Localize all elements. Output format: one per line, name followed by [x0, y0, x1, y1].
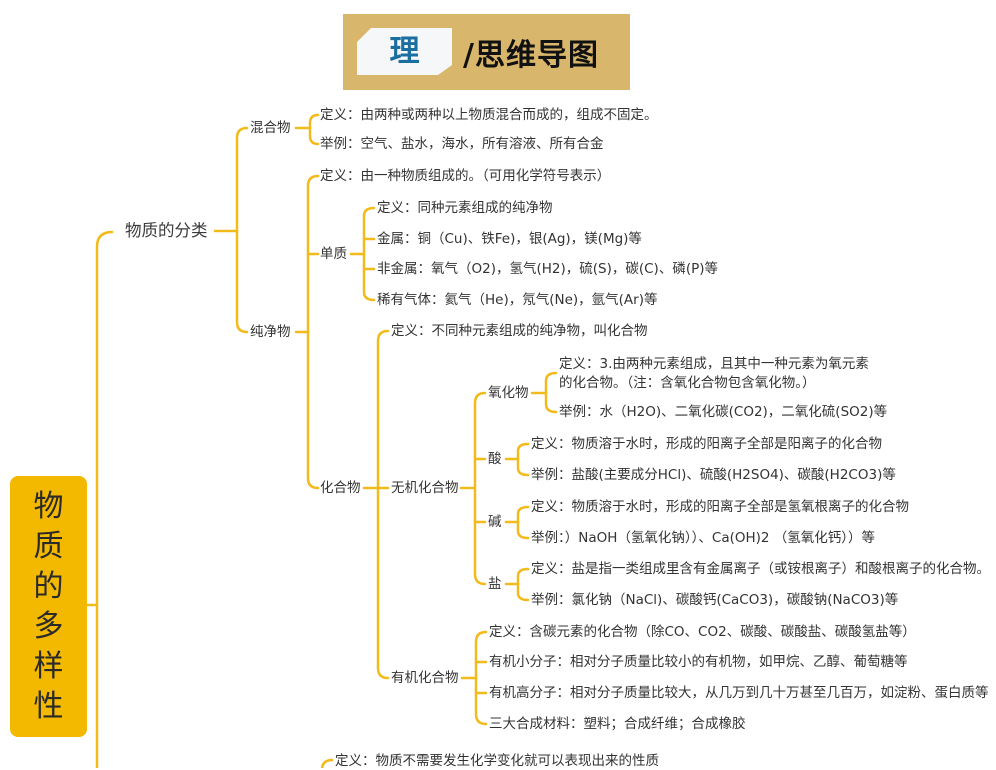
salt-bracket [516, 567, 530, 602]
node-element-item[interactable]: 金属：铜（Cu)、铁Fe)，银(Ag)，镁(Mg)等 [377, 231, 642, 247]
node-oxide[interactable]: 氧化物 [488, 385, 529, 401]
node-pure-definition[interactable]: 定义：由一种物质组成的。（可用化学符号表示） [320, 168, 611, 184]
node-mixture-examples[interactable]: 举例：空气、盐水，海水，所有溶液、所有合金 [320, 136, 604, 152]
title-banner: 理 /思维导图 [343, 14, 630, 90]
node-element[interactable]: 单质 [320, 246, 347, 262]
node-organic-item[interactable]: 有机小分子：相对分子质量比较小的有机物，如甲烷、乙醇、葡萄糖等 [489, 654, 908, 670]
acid-bracket [516, 442, 530, 477]
properties-bracket [320, 758, 334, 768]
node-salt-examples[interactable]: 举例：氯化钠（NaCl)、碳酸钙(CaCO3)，碳酸钠(NaCO3)等 [531, 592, 899, 608]
node-element-item[interactable]: 非金属：氧气（O2)，氢气(H2)，硫(S)，碳(C)、磷(P)等 [377, 261, 718, 277]
node-base-definition[interactable]: 定义：物质溶于水时，形成的阳离子全部是氢氧根离子的化合物 [531, 499, 909, 515]
root-node[interactable]: 物 质 的 多 样 性 [10, 476, 87, 737]
node-acid-definition[interactable]: 定义：物质溶于水时，形成的阳离子全部是阳离子的化合物 [531, 436, 882, 452]
root-char: 性 [33, 688, 64, 724]
compound-bracket [376, 329, 390, 680]
node-base-examples[interactable]: 举例：）NaOH（氢氧化钠））、Ca(OH)2 （氢氧化钙））等 [531, 530, 876, 546]
node-acid[interactable]: 酸 [488, 451, 502, 467]
node-physical-property-definition[interactable]: 定义：物质不需要发生化学变化就可以表现出来的性质 [335, 753, 659, 769]
node-organic-item[interactable]: 有机高分子：相对分子质量比较大，从几万到几十万甚至几百万，如淀粉、蛋白质等 [489, 685, 989, 701]
node-pure-substance[interactable]: 纯净物 [250, 324, 291, 340]
banner-title: /思维导图 [463, 38, 599, 73]
inorganic-bracket [473, 391, 487, 586]
node-salt-definition[interactable]: 定义：盐是指一类组成里含有金属离子（或铵根离子）和酸根离子的化合物。 [531, 561, 990, 577]
root-char: 样 [33, 648, 64, 684]
base-bracket [516, 505, 530, 540]
subject-badge-text: 理 [389, 33, 420, 69]
mixture-bracket [308, 113, 320, 146]
node-oxide-examples[interactable]: 举例：水（H2O)、二氧化碳(CO2)，二氧化硫(SO2)等 [559, 404, 888, 420]
node-compound[interactable]: 化合物 [320, 480, 361, 496]
root-char: 物 [33, 488, 64, 524]
node-acid-examples[interactable]: 举例：盐酸(主要成分HCl)、硫酸(H2SO4)、碳酸(H2CO3)等 [531, 467, 896, 483]
pure-bracket [306, 174, 320, 490]
oxide-bracket [544, 371, 558, 414]
node-organic-compound[interactable]: 有机化合物 [391, 670, 459, 686]
organic-bracket [474, 630, 488, 726]
node-organic-item[interactable]: 三大合成材料：塑料；合成纤维；合成橡胶 [489, 716, 746, 732]
node-oxide-definition-line1[interactable]: 定义：3.由两种元素组成，且其中一种元素为氧元素 [559, 356, 869, 372]
node-element-item[interactable]: 定义：同种元素组成的纯净物 [377, 200, 553, 216]
root-char: 的 [33, 568, 64, 604]
node-compound-definition[interactable]: 定义：不同种元素组成的纯净物，叫化合物 [391, 323, 648, 339]
node-base[interactable]: 碱 [488, 514, 502, 530]
element-bracket [362, 206, 376, 302]
node-organic-item[interactable]: 定义：含碳元素的化合物（除CO、CO2、碳酸、碳酸盐、碳酸氢盐等） [489, 624, 916, 640]
root-bracket [95, 230, 114, 768]
node-salt[interactable]: 盐 [488, 576, 502, 592]
root-char: 质 [33, 528, 64, 564]
node-mixture-definition[interactable]: 定义：由两种或两种以上物质混合而成的，组成不固定。 [320, 107, 658, 123]
subject-badge: 理 [357, 28, 452, 75]
node-mixture[interactable]: 混合物 [250, 120, 291, 136]
node-inorganic-compound[interactable]: 无机化合物 [391, 480, 459, 496]
classification-bracket [235, 126, 249, 334]
node-element-item[interactable]: 稀有气体：氦气（He)，氖气(Ne)，氩气(Ar)等 [377, 292, 658, 308]
node-classification[interactable]: 物质的分类 [125, 221, 208, 240]
root-char: 多 [33, 608, 64, 644]
node-oxide-definition-line2[interactable]: 的化合物。（注：含氧化合物包含氧化物。） [559, 375, 816, 391]
